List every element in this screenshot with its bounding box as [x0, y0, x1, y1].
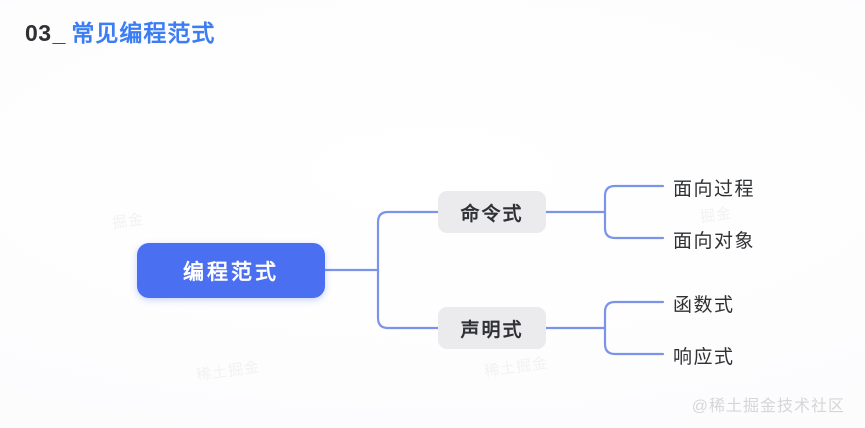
background-watermark: 掘金 — [699, 204, 734, 227]
page-title: 03 _ 常见编程范式 — [25, 14, 215, 48]
title-text: 常见编程范式 — [71, 20, 216, 46]
connector-imperative-to-procedural — [603, 184, 665, 214]
mindmap-leaf-object-oriented[interactable]: 面向对象 — [673, 230, 756, 252]
title-number: 03 — [25, 20, 52, 46]
mindmap-leaf-functional[interactable]: 函数式 — [673, 294, 735, 316]
connector-declarative-to-reactive — [603, 326, 665, 356]
mindmap-root-node[interactable]: 编程范式 — [137, 243, 325, 298]
title-underscore: _ — [52, 20, 66, 46]
mindmap-leaf-reactive[interactable]: 响应式 — [673, 346, 735, 368]
mindmap-branch-declarative[interactable]: 声明式 — [438, 307, 546, 349]
connector-declarative-to-functional — [603, 300, 665, 330]
brand-watermark: @稀土掘金技术社区 — [691, 398, 845, 415]
connector-root-to-imperative — [376, 210, 440, 272]
mindmap-leaf-procedural[interactable]: 面向过程 — [673, 178, 756, 200]
background-watermark: 掘金 — [111, 210, 146, 233]
mindmap-branch-imperative[interactable]: 命令式 — [438, 191, 546, 233]
connector-root-to-declarative — [376, 268, 440, 330]
connector-imperative-to-oop — [603, 210, 665, 240]
